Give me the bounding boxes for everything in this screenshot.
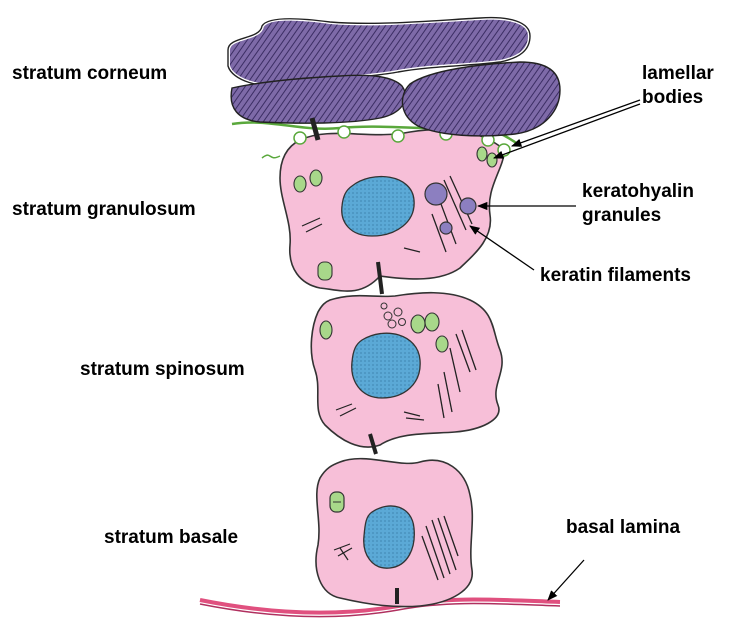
label-keratin-filaments: keratin filaments [540, 265, 691, 286]
label-keratohyalin-line2: granules [582, 205, 662, 226]
label-stratum-corneum: stratum corneum [12, 63, 168, 84]
keratohyalin-granules [424, 182, 477, 235]
basale-cell [315, 457, 474, 608]
label-stratum-basale: stratum basale [104, 527, 239, 548]
label-lamellar-line1: lamellar [642, 63, 714, 84]
corneum-layer [226, 15, 561, 141]
spinosum-nucleus [351, 332, 421, 399]
basal-lamina-leader [547, 559, 585, 601]
leader-lines [469, 99, 641, 601]
label-stratum-spinosum: stratum spinosum [80, 359, 245, 380]
basale-nucleus [363, 505, 415, 569]
granulosum-cell [279, 128, 506, 295]
label-lamellar-bodies: lamellar bodies [642, 62, 714, 110]
keratin-leader [469, 225, 535, 271]
label-lamellar-line2: bodies [642, 87, 704, 108]
lamellar-leader-1 [511, 99, 641, 147]
label-stratum-granulosum: stratum granulosum [12, 199, 196, 220]
lamellar-leader-2 [493, 103, 641, 159]
label-basal-lamina: basal lamina [566, 517, 681, 538]
granulosum-nucleus [341, 175, 415, 237]
label-keratohyalin-granules: keratohyalin granules [582, 180, 694, 228]
label-keratohyalin-line1: keratohyalin [582, 181, 694, 202]
spinosum-cell [310, 291, 503, 455]
